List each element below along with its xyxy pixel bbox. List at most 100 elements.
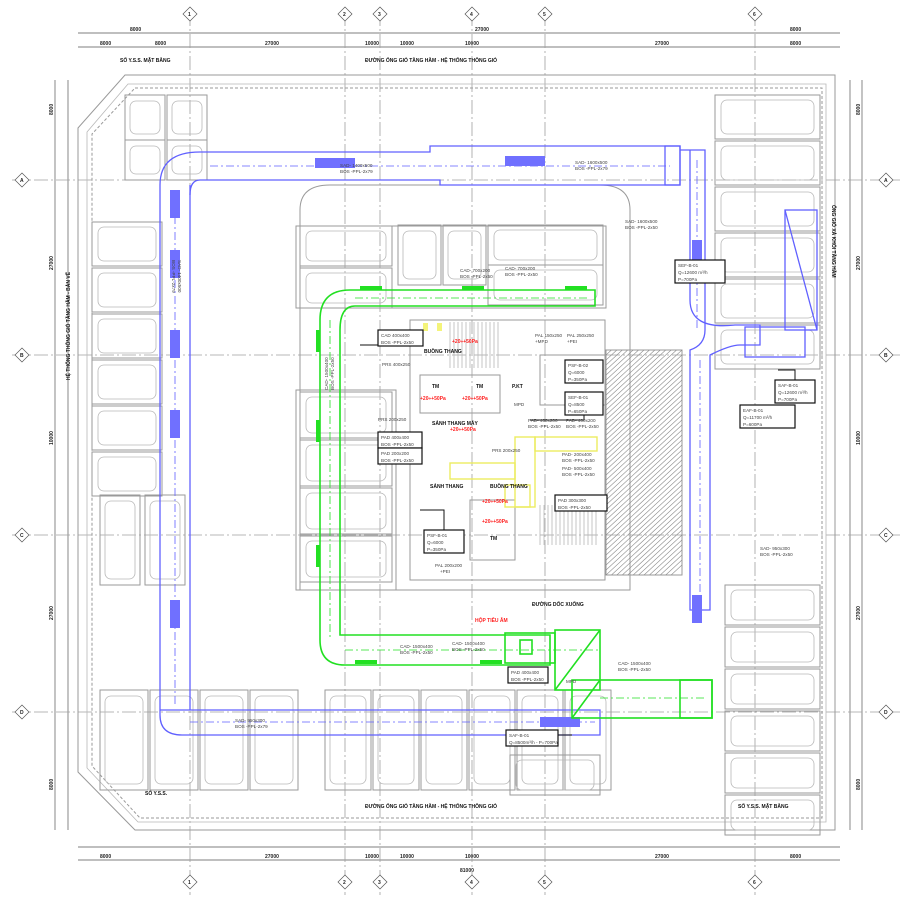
hatch-line <box>659 554 682 575</box>
pressure-note-5: +20÷+50Pa <box>482 499 508 505</box>
hatch-line <box>621 519 682 575</box>
dimension-value: 10000 <box>365 41 379 47</box>
supply-air-duct <box>159 145 818 736</box>
car-outline <box>730 799 815 831</box>
supply-grille <box>692 240 702 268</box>
parking-stall <box>199 689 249 791</box>
label-mpd: MPD <box>514 402 525 407</box>
hatch-line <box>606 379 682 451</box>
car-outline <box>97 410 157 446</box>
car-outline <box>720 329 815 365</box>
label-sad-left-1: SAD- 1400x500 <box>177 260 182 293</box>
label-mpd2: MPD <box>566 679 577 684</box>
car-outline <box>204 695 244 785</box>
hatch-line <box>616 514 682 575</box>
grid-label: 5 <box>543 880 546 886</box>
exhaust-grille <box>462 286 484 290</box>
hatch-line <box>606 449 682 521</box>
car-outline <box>720 99 815 135</box>
tag-text: PSF-B-01 <box>427 533 448 538</box>
hatch-line <box>606 350 640 381</box>
parking-stall <box>299 267 393 309</box>
exhaust-air-duct <box>316 286 713 719</box>
label-pal2-1: PAL 250x250 <box>567 333 595 338</box>
car-outline <box>720 237 815 273</box>
dimension-value: 8000 <box>790 854 801 860</box>
parking-stall <box>149 689 199 791</box>
label-sad-right-1: SAD- 1600x500 <box>625 219 658 224</box>
grid-label: 6 <box>753 880 756 886</box>
dimension-value: 10000 <box>365 854 379 860</box>
parking-stall <box>91 359 163 405</box>
car-outline <box>730 715 815 747</box>
label-pad2-1: PAD- 400x200 <box>566 418 596 423</box>
supply-grille <box>170 190 180 218</box>
tag-text: PAD 400x400 <box>381 435 409 440</box>
dimension-value: 27000 <box>475 27 489 33</box>
label-pal3-1: PAL 200x200 <box>435 563 463 568</box>
dimension-value: 81000 <box>460 868 474 874</box>
parking-stall <box>724 794 821 836</box>
hatch-line <box>606 350 629 371</box>
car-outline <box>730 757 815 789</box>
car-outline <box>171 100 203 135</box>
grid-label: C <box>20 533 24 539</box>
car-outline <box>129 100 161 135</box>
dimension-value: 8000 <box>130 27 141 33</box>
parking-stall <box>91 451 163 497</box>
tag-text: P=650Pa <box>568 409 587 414</box>
label-sad-top-left-2: BOS -PPL-2x79 <box>340 169 373 174</box>
exhaust-grille <box>360 286 382 290</box>
tag-box <box>377 329 424 347</box>
hatch-line <box>606 350 645 386</box>
car-outline <box>720 191 815 227</box>
supply-grille <box>315 158 355 168</box>
grid-label: B <box>884 353 888 359</box>
car-outline <box>515 759 595 791</box>
label-cad-bottom3-1: CAD- 1500x400 <box>618 661 651 666</box>
supply-grille <box>540 717 580 727</box>
dimension-value: 27000 <box>49 606 55 620</box>
hatch-line <box>606 434 682 506</box>
label-sad-right-lower-2: BOS -PPL-2x50 <box>760 552 793 557</box>
dimension-value: 8000 <box>856 779 862 790</box>
label-pad1-2: BOS -PPL-2x50 <box>528 424 561 429</box>
dimension-value: 27000 <box>655 41 669 47</box>
hatch-line <box>606 459 682 531</box>
grid-label: B <box>20 353 24 359</box>
hatch-line <box>606 394 682 466</box>
room-lift-3: TM <box>490 536 497 542</box>
car-outline <box>447 230 482 280</box>
supply-grille <box>170 250 180 278</box>
room-lift-2: TM <box>476 384 483 390</box>
parking-stall <box>166 94 208 141</box>
parking-stall <box>724 752 821 794</box>
parking-stall <box>397 224 442 286</box>
ramp-label: ĐƯỜNG DỐC XUỐNG <box>532 600 584 608</box>
parking-stall <box>487 264 604 306</box>
label-cad-left-1: CAD- 1500x400 <box>324 357 329 390</box>
tag-text: SAF-B-01 <box>509 733 530 738</box>
room-stair-2: BUỒNG THANG <box>490 483 528 490</box>
tag-text: Q=6000 <box>568 370 585 375</box>
tag-text: Q=12600 m³/h <box>778 390 808 395</box>
tag-text: Q=11700 m³/h <box>743 415 773 420</box>
dimension-value: 8000 <box>155 41 166 47</box>
tag-text: Q=6000 <box>427 540 444 545</box>
hatch-line <box>643 539 682 575</box>
grid-label: 3 <box>378 880 381 886</box>
grid-label: 1 <box>188 12 191 18</box>
supply-grille <box>170 600 180 628</box>
dimension-text: 8000270008000800080002700010000100001000… <box>49 27 862 874</box>
grid-label: 3 <box>378 12 381 18</box>
label-sad-top-left-1: SAD- 1400x500 <box>340 163 373 168</box>
hatch-line <box>665 559 682 575</box>
hatch-line <box>627 524 682 575</box>
parking-stall <box>724 626 821 668</box>
car-outline <box>305 492 387 530</box>
hatch-line <box>606 469 682 541</box>
hatch-line <box>606 414 682 486</box>
hatch-line <box>606 350 612 356</box>
hatch-line <box>610 509 682 575</box>
grid-bubble <box>14 347 30 363</box>
